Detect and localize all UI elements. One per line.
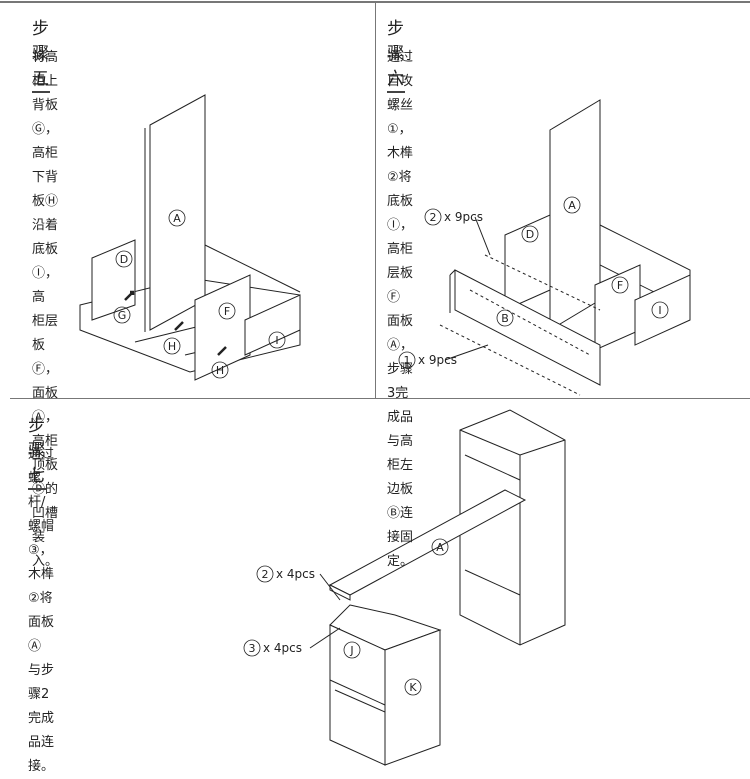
vertical-divider — [375, 2, 376, 399]
step7-title: 步骤七 — [28, 411, 46, 490]
desc-line: 面板Ⓐ，步骤3完成品与高柜左边板Ⓑ连接固定。 — [387, 314, 414, 569]
desc-line: 柜层板Ⓕ，面板Ⓐ，高柜顶板Ⓓ的凹槽装入。 — [32, 314, 59, 569]
step6-diagram — [398, 99, 691, 396]
desc-line: 通过螺杆/螺帽③，木榫 ②将面板Ⓐ 与步骤2完成品连接。 — [28, 447, 55, 774]
step5-description: 将高柜上背板Ⓖ，高柜下背板Ⓗ沿着底板Ⓘ，高 柜层板Ⓕ，面板Ⓐ，高柜顶板Ⓓ的凹槽装… — [32, 46, 58, 574]
part-label-h: H — [216, 364, 224, 377]
part-label-i: I — [658, 304, 661, 317]
step6-description: 通过自攻螺丝①，木榫②将底板Ⓘ，高柜层板Ⓕ 面板Ⓐ，步骤3完成品与高柜左边板Ⓑ连… — [387, 46, 413, 574]
callout-number: 2 — [430, 211, 437, 224]
part-label-a: A — [173, 212, 181, 225]
step6-title: 步骤六 — [387, 14, 405, 93]
callout-quantity: x 4pcs — [276, 567, 315, 581]
part-label-b: B — [501, 312, 509, 325]
callout-quantity: x 9pcs — [444, 210, 483, 224]
part-label-k: K — [409, 681, 417, 694]
part-label-f: F — [224, 305, 230, 318]
desc-line: 通过自攻螺丝①，木榫②将底板Ⓘ，高柜层板Ⓕ — [387, 50, 414, 305]
part-label-j: J — [349, 644, 353, 657]
part-label-circles — [113, 209, 286, 379]
step7-description: 通过螺杆/螺帽③，木榫 ②将面板Ⓐ 与步骤2完成品连接。 — [28, 443, 54, 779]
step5-title: 步骤五 — [32, 14, 50, 93]
part-label-d: D — [526, 228, 534, 241]
callout-number: 2 — [262, 568, 269, 581]
callout-quantity: x 9pcs — [418, 353, 457, 367]
callout-quantity: x 4pcs — [263, 641, 302, 655]
callout-number: 1 — [404, 354, 411, 367]
desc-line: 将高柜上背板Ⓖ，高柜下背板Ⓗ沿着底板Ⓘ，高 — [32, 50, 59, 305]
step7-diagram — [243, 409, 566, 766]
part-label-g: G — [118, 309, 127, 322]
part-label-f: F — [617, 279, 623, 292]
part-label-h: H — [168, 340, 176, 353]
horizontal-divider — [10, 398, 750, 399]
callout-number: 3 — [249, 642, 256, 655]
part-label-i: I — [275, 334, 278, 347]
step5-diagram — [79, 94, 301, 381]
part-label-a: A — [436, 541, 444, 554]
part-label-d: D — [120, 253, 128, 266]
part-label-a: A — [568, 199, 576, 212]
